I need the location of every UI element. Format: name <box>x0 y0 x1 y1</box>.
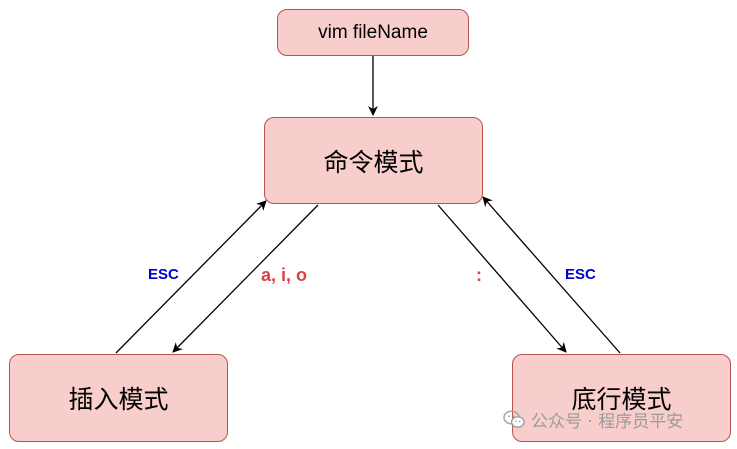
edge-insert-to-command <box>115 200 267 354</box>
edge-command-to-insert <box>172 204 319 353</box>
node-vim-filename-label: vim fileName <box>318 21 428 43</box>
node-command-mode-label: 命令模式 <box>323 147 424 177</box>
edge-label-esc-right: ESC <box>565 266 596 283</box>
edge-label-colon: : <box>476 265 482 285</box>
node-command-mode: 命令模式 <box>264 117 483 204</box>
edge-label-esc-left: ESC <box>148 266 179 283</box>
node-vim-filename: vim fileName <box>277 9 469 56</box>
wechat-icon <box>503 410 525 428</box>
node-insert-mode-label: 插入模式 <box>68 385 169 414</box>
node-insert-mode: 插入模式 <box>9 354 228 442</box>
node-last-line-mode-label: 底行模式 <box>571 385 672 414</box>
edge-command-to-last-line <box>437 204 567 353</box>
node-last-line-mode: 底行模式 <box>512 354 731 442</box>
edge-last-line-to-command <box>482 196 621 354</box>
watermark-text: 公众号 · 程序员平安 <box>531 412 684 432</box>
watermark: 公众号 · 程序员平安 <box>503 407 683 432</box>
edge-label-aio: a, i, o <box>261 265 308 285</box>
